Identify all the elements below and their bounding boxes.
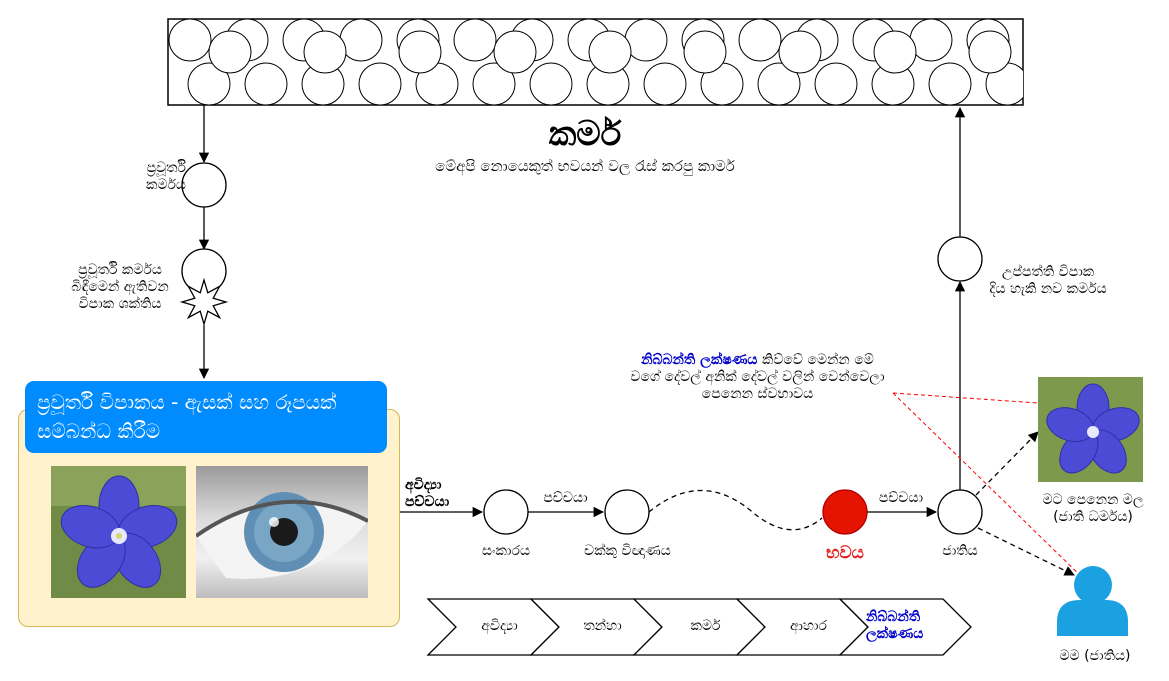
process-step-label: නිබ්බන්ති ලක්ෂණය [866, 609, 924, 642]
samkara-label: සංකාරය [481, 543, 531, 559]
eye-image [196, 466, 368, 598]
karma-circle [778, 30, 822, 74]
person-icon [1057, 566, 1128, 636]
nibbanthi-note-line1: නිබ්බන්ති ලක්ෂණය කිව්වේ මෙන්න මේ [560, 352, 955, 369]
nibbanthi-rest: කිව්වේ මෙන්න මේ [757, 352, 874, 368]
process-step-chevron [838, 598, 972, 656]
process-step-label: කර්ම [690, 618, 721, 634]
pravurthi-karmaya-label: ප්‍රවූර්ති කර්මය [146, 160, 186, 193]
karma-circle [493, 30, 537, 74]
karma-circle [168, 19, 212, 62]
karma-circle [683, 30, 727, 74]
samkara-node [483, 489, 529, 535]
pravurthi-break-label: ප්‍රවූර්ති කර්මය බිඳීමෙන් ඇතිවන විපාක ශක… [71, 262, 169, 312]
karma-subtitle: මේඅපි නොයෙකුත් භවයන් වල රැස් කරපු කාර්ම [435, 157, 735, 175]
karma-circle [303, 30, 347, 74]
nibbanthi-term: නිබ්බන්ති ලක්ෂණය [641, 352, 758, 368]
bhavaya-node [822, 489, 868, 535]
flower-image-small [1038, 377, 1143, 482]
karma-circle [472, 62, 516, 105]
uppatthi-label: උප්පත්ති විපාක දිය හැකි නව කර්මය [989, 264, 1107, 297]
bhavaya-label: භවය [826, 543, 864, 563]
nibbanthi-note-line2: වගේ දේවල් අනික් දේවල් වලින් වෙන්වෙලා [630, 369, 885, 385]
chakku-node [604, 489, 650, 535]
flower-caption: මට පෙනෙන මල (ජාති ධර්මය) [1042, 492, 1144, 525]
red-link-to-flower [892, 392, 1039, 404]
chakku-label: චක්කු විඥාණය [584, 543, 671, 559]
process-chevrons [426, 598, 972, 656]
karma-circle [814, 62, 858, 105]
karma-circle [208, 30, 252, 74]
karma-circles-group [168, 19, 1023, 105]
process-step-label: තන්හා [583, 618, 622, 634]
flower-image [51, 466, 186, 598]
paccaya-label-1: පච්චයා [543, 490, 588, 506]
karma-circle [643, 62, 687, 105]
jathiya-node [937, 489, 983, 535]
arrow-jathiya-to-flower [975, 431, 1039, 496]
nibbanthi-note-line3: පෙනෙන ස්වභාවය [701, 386, 814, 402]
karma-circle [358, 62, 402, 105]
process-step-label: අවිද්‍යා [481, 618, 518, 634]
vipaka-panel-title: ප්‍රවූර්ති විපාකය - ඇසක් සහ රූපයක් සම්බන… [25, 381, 387, 453]
jathiya-label: ජාතිය [942, 543, 978, 559]
pravurthi-node [181, 162, 227, 208]
dashed-wave-chakku-to-bhavaya [648, 489, 823, 531]
karma-circle [187, 62, 231, 105]
karma-circle [738, 19, 782, 62]
person-caption: මම (ජාතිය) [1059, 648, 1131, 664]
karma-circle [873, 30, 917, 74]
karma-title: කර්ම [548, 114, 622, 154]
red-link-to-person [892, 392, 1091, 586]
explosion-shape [179, 277, 229, 327]
karma-circle [757, 62, 801, 105]
karma-circle [968, 30, 1012, 74]
karma-circle [398, 30, 442, 74]
karma-circle [244, 62, 288, 105]
paccaya-label-2: පච්චයා [878, 490, 924, 506]
process-step-label: ආහාර [790, 618, 827, 634]
karma-circle [588, 30, 632, 74]
karma-circle [453, 19, 497, 62]
nibbanthi-note: නිබ්බන්ති ලක්ෂණය කිව්වේ මෙන්න මේ වගේ දේව… [560, 352, 955, 403]
karma-circle [529, 62, 573, 105]
karma-circle [928, 62, 972, 105]
avidya-paccaya-label: අවිද්‍යා පච්චයා [405, 477, 450, 510]
